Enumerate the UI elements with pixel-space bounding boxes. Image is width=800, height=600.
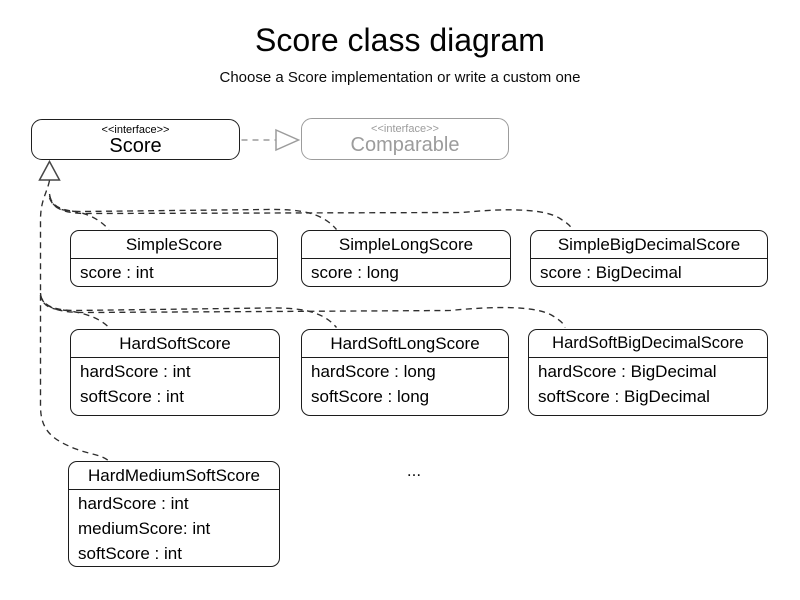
attribute-compartment: hardScore : int mediumScore: int softSco… xyxy=(69,490,279,566)
class-attribute: score : long xyxy=(311,263,399,282)
realization-connectors xyxy=(39,180,573,462)
class-hardsoftlongscore: HardSoftLongScore hardScore : long softS… xyxy=(301,329,509,416)
class-attribute: softScore : int xyxy=(78,544,182,563)
class-attribute: hardScore : long xyxy=(311,362,436,381)
attribute-compartment: hardScore : BigDecimal softScore : BigDe… xyxy=(529,358,767,409)
stereotype-label: <<interface>> xyxy=(371,123,439,135)
class-attribute: hardScore : int xyxy=(80,362,191,381)
attribute-compartment: hardScore : long softScore : long xyxy=(302,358,508,409)
connector-hardmediumsoftscore xyxy=(39,180,110,462)
more-implementations-ellipsis: ... xyxy=(406,461,422,480)
class-name: SimpleScore xyxy=(71,231,277,259)
interface-name: Comparable xyxy=(350,134,460,156)
class-attribute: score : int xyxy=(80,263,154,282)
attribute-compartment: score : BigDecimal xyxy=(531,259,767,285)
class-attribute: hardScore : BigDecimal xyxy=(538,362,717,381)
class-hardmediumsoftscore: HardMediumSoftScore hardScore : int medi… xyxy=(68,461,280,567)
connector-simplebigdecimalscore xyxy=(48,197,573,230)
class-name: HardSoftLongScore xyxy=(302,330,508,358)
attribute-compartment: hardScore : int softScore : int xyxy=(71,358,279,409)
interface-name: Score xyxy=(109,135,162,157)
connector-hardsoftlongscore xyxy=(39,294,338,328)
connector-simplelongscore xyxy=(48,195,338,230)
class-hardsoftscore: HardSoftScore hardScore : int softScore … xyxy=(70,329,280,416)
interface-score: <<interface>> Score xyxy=(31,119,240,160)
diagram-subtitle: Choose a Score implementation or write a… xyxy=(219,69,581,86)
class-name: SimpleBigDecimalScore xyxy=(531,231,767,259)
class-simplescore: SimpleScore score : int xyxy=(70,230,278,287)
class-attribute: softScore : int xyxy=(80,387,184,406)
class-simplebigdecimalscore: SimpleBigDecimalScore score : BigDecimal xyxy=(530,230,768,287)
class-name: HardMediumSoftScore xyxy=(69,462,279,490)
class-hardsoftbigdecimalscore: HardSoftBigDecimalScore hardScore : BigD… xyxy=(528,329,768,416)
interface-comparable: <<interface>> Comparable xyxy=(301,118,509,160)
class-simplelongscore: SimpleLongScore score : long xyxy=(301,230,511,287)
class-name: SimpleLongScore xyxy=(302,231,510,259)
connector-hardsoftbigdecimalscore xyxy=(39,296,566,328)
realization-arrow-score-comparable xyxy=(241,128,301,152)
class-name: HardSoftBigDecimalScore xyxy=(529,330,767,358)
class-attribute: softScore : long xyxy=(311,387,430,406)
open-triangle-arrowhead-icon xyxy=(38,159,61,181)
attribute-compartment: score : long xyxy=(302,259,510,285)
diagram-title: Score class diagram xyxy=(255,22,545,58)
class-attribute: mediumScore: int xyxy=(78,519,211,538)
open-triangle-arrowhead-icon xyxy=(275,128,301,152)
attribute-compartment: score : int xyxy=(71,259,277,285)
class-name: HardSoftScore xyxy=(71,330,279,358)
class-attribute: softScore : BigDecimal xyxy=(538,387,710,406)
class-attribute: score : BigDecimal xyxy=(540,263,682,282)
class-attribute: hardScore : int xyxy=(78,494,189,513)
stereotype-label: <<interface>> xyxy=(101,124,170,136)
